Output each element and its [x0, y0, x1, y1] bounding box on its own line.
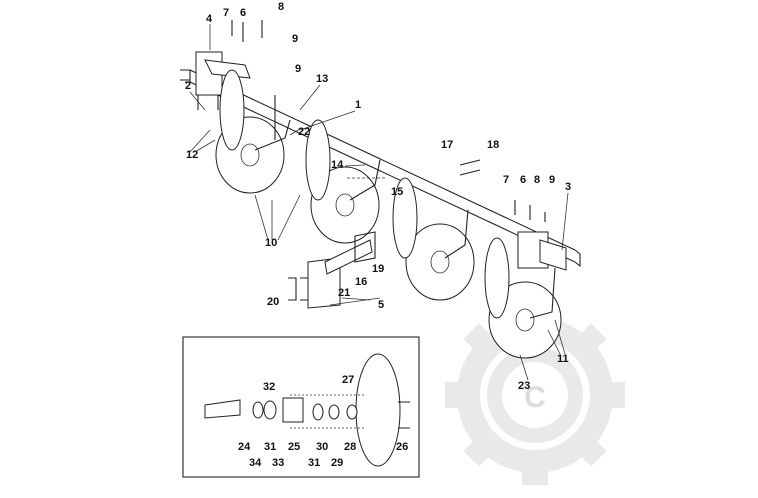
main-frame-beam [185, 69, 581, 268]
callout-28: 28 [344, 441, 356, 453]
callout-6b: 6 [520, 174, 526, 186]
callout-8b: 8 [534, 174, 540, 186]
callout-16: 16 [355, 276, 367, 288]
disc-assembly-3 [392, 177, 475, 301]
watermark-letter: C [524, 381, 546, 414]
callout-4: 4 [206, 13, 213, 25]
callout-22: 22 [298, 126, 310, 138]
callout-31a: 31 [264, 441, 276, 453]
leader-lines [189, 24, 569, 381]
clamp-bracket-parts [288, 231, 376, 309]
callout-19: 19 [372, 263, 384, 275]
callout-18: 18 [487, 139, 499, 151]
disc-assembly-1 [215, 69, 291, 194]
callout-6: 6 [240, 7, 246, 19]
callout-13: 13 [316, 73, 328, 85]
callout-30: 30 [316, 441, 328, 453]
callout-34: 34 [249, 457, 262, 469]
end-bracket-left [195, 51, 251, 110]
bolt-set [180, 20, 546, 222]
callout-27: 27 [342, 374, 354, 386]
disc-assembly-2 [305, 119, 381, 244]
callout-8: 8 [278, 1, 284, 13]
callout-25: 25 [288, 441, 300, 453]
callout-33: 33 [272, 457, 284, 469]
callout-9c: 9 [549, 174, 555, 186]
callout-9: 9 [292, 33, 298, 45]
callout-7b: 7 [503, 174, 509, 186]
callout-5: 5 [378, 299, 384, 311]
callout-7: 7 [223, 7, 229, 19]
callout-24: 24 [238, 441, 251, 453]
callout-15: 15 [391, 186, 403, 198]
callout-9b: 9 [295, 63, 301, 75]
callout-20: 20 [267, 296, 279, 308]
callout-10: 10 [265, 237, 277, 249]
disc-assembly-4 [484, 237, 562, 359]
callout-11: 11 [557, 353, 569, 365]
callout-14: 14 [331, 159, 344, 171]
callout-32: 32 [263, 381, 275, 393]
callout-2: 2 [185, 80, 191, 92]
callout-21: 21 [338, 287, 350, 299]
gear-logo-icon: C [445, 305, 625, 485]
callout-1: 1 [355, 99, 361, 111]
callout-26: 26 [396, 441, 408, 453]
hub-detail-box [182, 336, 420, 478]
end-bracket-right [517, 231, 567, 271]
callout-23: 23 [518, 380, 530, 392]
detail-callout-labels: 24 25 26 27 28 29 30 31 31 32 33 34 [238, 374, 408, 469]
callout-29: 29 [331, 457, 343, 469]
callout-17: 17 [441, 139, 453, 151]
callout-31b: 31 [308, 457, 320, 469]
callout-labels: 1 2 3 4 5 6 7 8 9 9 10 11 12 13 14 15 16… [185, 1, 571, 392]
callout-3: 3 [565, 181, 571, 193]
